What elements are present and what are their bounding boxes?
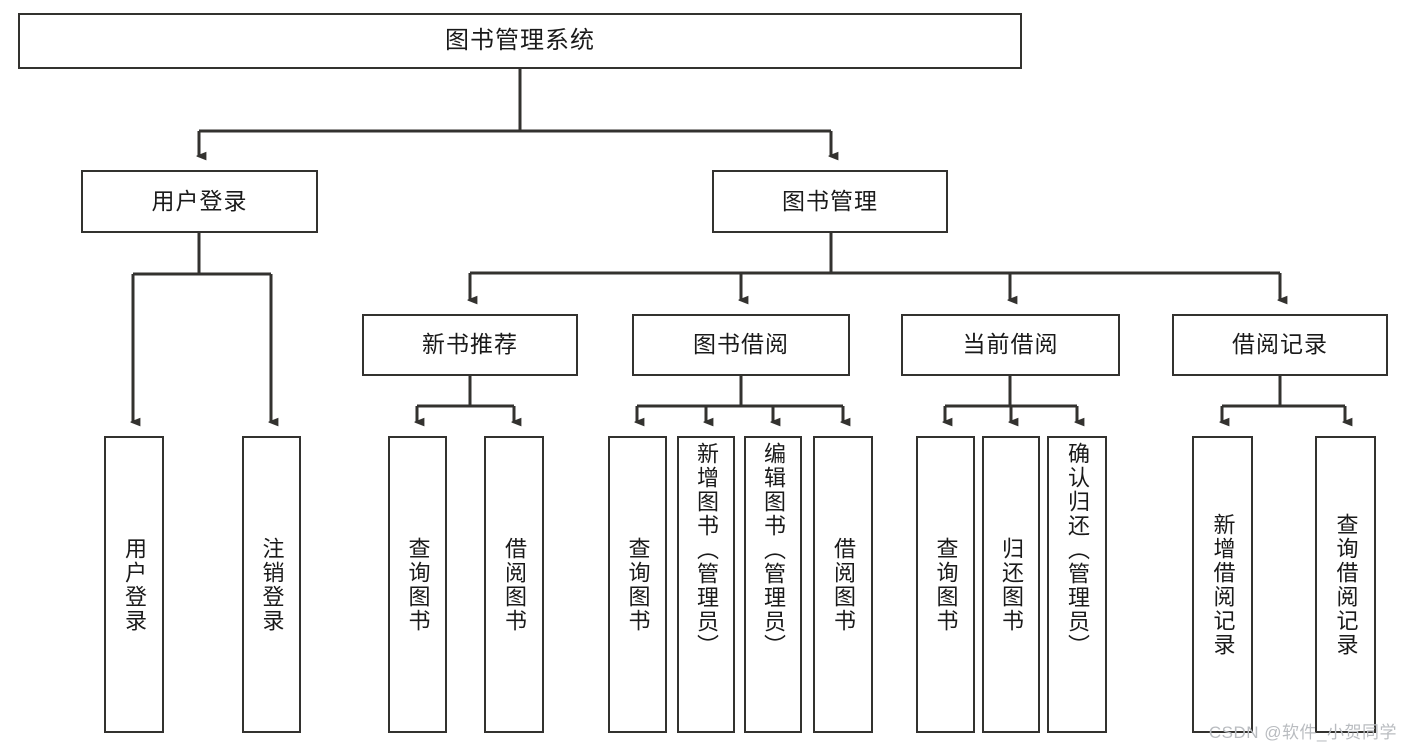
node-user-login-label: 用户登录 — [151, 187, 248, 214]
node-leaf-borrow-book-1[interactable]: 借阅图书 — [484, 436, 544, 733]
node-leaf-query-book-2-label: 查询图书 — [625, 536, 651, 633]
node-leaf-edit-book[interactable]: 编辑图书（管理员） — [744, 436, 802, 733]
node-root[interactable]: 图书管理系统 — [18, 13, 1022, 69]
node-leaf-borrow-book-2[interactable]: 借阅图书 — [813, 436, 873, 733]
node-current-borrow-label: 当前借阅 — [962, 331, 1059, 358]
node-leaf-add-book[interactable]: 新增图书（管理员） — [677, 436, 735, 733]
node-book-borrow[interactable]: 图书借阅 — [632, 314, 850, 376]
node-leaf-confirm-return-label: 确认归还（管理员） — [1065, 442, 1090, 658]
node-leaf-confirm-return[interactable]: 确认归还（管理员） — [1047, 436, 1107, 733]
watermark: CSDN @软件_小贺同学 — [1208, 723, 1397, 742]
node-user-login[interactable]: 用户登录 — [81, 170, 318, 233]
node-new-book-recommend-label: 新书推荐 — [422, 331, 518, 358]
node-root-label: 图书管理系统 — [445, 26, 595, 54]
node-new-book-recommend[interactable]: 新书推荐 — [362, 314, 578, 376]
node-leaf-user-login-label: 用户登录 — [122, 536, 147, 633]
node-leaf-query-book-1-label: 查询图书 — [405, 536, 431, 633]
node-leaf-query-book-3-label: 查询图书 — [933, 536, 959, 633]
node-book-admin[interactable]: 图书管理 — [712, 170, 948, 233]
node-leaf-query-book-3[interactable]: 查询图书 — [916, 436, 975, 733]
node-leaf-edit-book-label: 编辑图书（管理员） — [761, 442, 786, 658]
node-leaf-query-record-label: 查询借阅记录 — [1333, 512, 1359, 657]
node-leaf-logout[interactable]: 注销登录 — [242, 436, 301, 733]
node-borrow-record-label: 借阅记录 — [1232, 331, 1328, 358]
node-leaf-user-login[interactable]: 用户登录 — [104, 436, 164, 733]
node-leaf-add-record[interactable]: 新增借阅记录 — [1192, 436, 1253, 733]
node-leaf-query-record[interactable]: 查询借阅记录 — [1315, 436, 1376, 733]
node-leaf-add-book-label: 新增图书（管理员） — [694, 442, 719, 658]
node-leaf-logout-label: 注销登录 — [259, 536, 285, 633]
node-leaf-query-book-1[interactable]: 查询图书 — [388, 436, 447, 733]
node-book-borrow-label: 图书借阅 — [693, 331, 789, 358]
node-book-admin-label: 图书管理 — [782, 187, 878, 214]
node-leaf-borrow-book-1-label: 借阅图书 — [502, 536, 527, 633]
node-current-borrow[interactable]: 当前借阅 — [901, 314, 1120, 376]
node-borrow-record[interactable]: 借阅记录 — [1172, 314, 1388, 376]
node-leaf-return-book[interactable]: 归还图书 — [982, 436, 1040, 733]
node-leaf-add-record-label: 新增借阅记录 — [1210, 512, 1236, 657]
node-leaf-borrow-book-2-label: 借阅图书 — [831, 536, 856, 633]
node-leaf-query-book-2[interactable]: 查询图书 — [608, 436, 667, 733]
node-leaf-return-book-label: 归还图书 — [999, 536, 1024, 633]
